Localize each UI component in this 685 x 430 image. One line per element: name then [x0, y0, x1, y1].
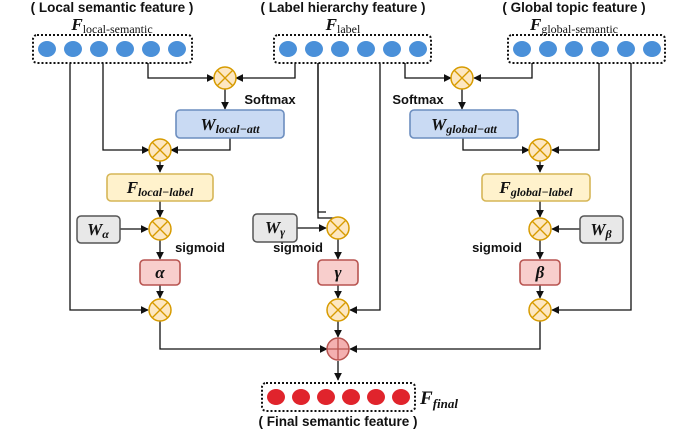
feature-dot [305, 41, 323, 57]
svg-text:Fglobal−label: Fglobal−label [498, 178, 573, 199]
final-feature-dot [367, 389, 385, 405]
w-global-att-box: Wglobal−att [409, 109, 519, 139]
vector-label [273, 34, 432, 64]
mult-node-alpha [148, 217, 172, 241]
feature-dot [168, 41, 186, 57]
feature-dot [383, 41, 401, 57]
final-feature-dot [317, 389, 335, 405]
w-alpha-box: Wα [76, 215, 121, 244]
feature-dot [64, 41, 82, 57]
svg-text:α: α [155, 263, 165, 282]
mult-node-global-out [528, 298, 552, 322]
mult-node-beta [528, 217, 552, 241]
mult-node-global-att [528, 138, 552, 162]
w-gamma-box: Wγ [252, 213, 298, 243]
connections [69, 63, 632, 381]
f-local-label-box: Flocal−label [106, 173, 214, 202]
title-label-feature: Flabel [325, 15, 361, 36]
title-global-feature: Fglobal-semantic [529, 15, 618, 36]
feature-dot [90, 41, 108, 57]
mult-node-local-att [148, 138, 172, 162]
feature-dot [539, 41, 557, 57]
title-final-feature: Ffinal [419, 388, 458, 411]
sigmoid-left-label: sigmoid [175, 240, 225, 255]
softmax-left-label: Softmax [244, 92, 296, 107]
final-feature-dot [392, 389, 410, 405]
mult-node-softmax-right [450, 66, 474, 90]
svg-text:Wβ: Wβ [590, 220, 612, 241]
w-beta-box: Wβ [579, 215, 624, 244]
mult-node-softmax-left [213, 66, 237, 90]
w-local-att-box: Wlocal−att [175, 109, 285, 139]
feature-dot [116, 41, 134, 57]
mult-node-gamma [326, 216, 350, 240]
final-feature-dot [342, 389, 360, 405]
caption-local: ( Local semantic feature ) [31, 0, 194, 15]
sigmoid-right-label: sigmoid [472, 240, 522, 255]
add-node [326, 337, 350, 361]
alpha-box: α [139, 259, 181, 286]
svg-text:β: β [535, 263, 545, 282]
feature-dot [279, 41, 297, 57]
title-local-feature: Flocal-semantic [70, 15, 152, 36]
feature-dot [409, 41, 427, 57]
feature-dot [357, 41, 375, 57]
softmax-right-label: Softmax [392, 92, 444, 107]
svg-text:Flocal−label: Flocal−label [126, 178, 194, 199]
svg-text:Wγ: Wγ [265, 218, 285, 239]
vector-local [32, 34, 193, 64]
caption-global: ( Global topic feature ) [502, 0, 645, 15]
vector-final [261, 382, 416, 412]
caption-label: ( Label hierarchy feature ) [260, 0, 425, 15]
feature-dot [617, 41, 635, 57]
f-global-label-box: Fglobal−label [481, 173, 591, 202]
feature-dot [565, 41, 583, 57]
svg-text:Wα: Wα [87, 220, 109, 241]
beta-box: β [519, 259, 561, 286]
mult-node-local-out [148, 298, 172, 322]
final-feature-dot [267, 389, 285, 405]
svg-text:Wlocal−att: Wlocal−att [200, 115, 260, 136]
caption-final: ( Final semantic feature ) [258, 414, 417, 429]
feature-dot [142, 41, 160, 57]
feature-dot [513, 41, 531, 57]
feature-dot [38, 41, 56, 57]
feature-dot [331, 41, 349, 57]
svg-text:Wglobal−att: Wglobal−att [431, 115, 497, 136]
feature-dot [643, 41, 661, 57]
svg-text:γ: γ [334, 263, 342, 282]
vector-global [507, 34, 666, 64]
gamma-box: γ [317, 259, 359, 286]
feature-dot [591, 41, 609, 57]
mult-node-label-out [326, 298, 350, 322]
final-feature-dot [292, 389, 310, 405]
sigmoid-middle-label: sigmoid [273, 240, 323, 255]
